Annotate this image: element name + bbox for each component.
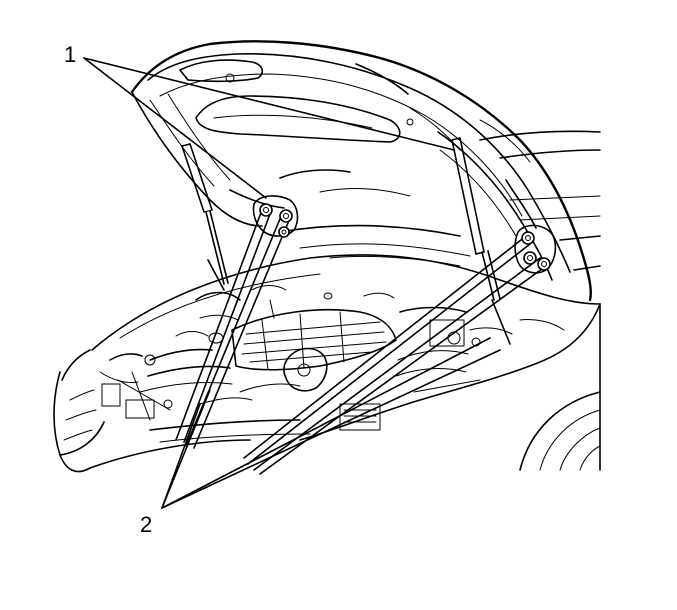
leader-lines <box>83 57 501 509</box>
bolt-icon <box>279 209 293 223</box>
bolt-icon <box>523 251 537 265</box>
hood-panel <box>130 40 592 302</box>
leader-line-1a <box>83 57 267 199</box>
leader-line-2d <box>161 349 501 509</box>
hood-lift-support-left <box>181 143 229 285</box>
leader-line-2c <box>161 337 491 509</box>
bolt-icon <box>537 257 551 271</box>
vehicle-body <box>53 130 601 473</box>
prop-rod-bolts <box>259 203 551 271</box>
leader-line-2b <box>161 403 201 509</box>
engine-compartment <box>99 285 565 443</box>
bolt-icon <box>278 226 290 238</box>
callout-label-2: 2 <box>140 512 153 537</box>
bolt-icon <box>259 203 273 217</box>
bolt-icon <box>521 231 535 245</box>
callout-label-1: 1 <box>64 42 77 67</box>
leader-line-1b <box>83 57 455 151</box>
